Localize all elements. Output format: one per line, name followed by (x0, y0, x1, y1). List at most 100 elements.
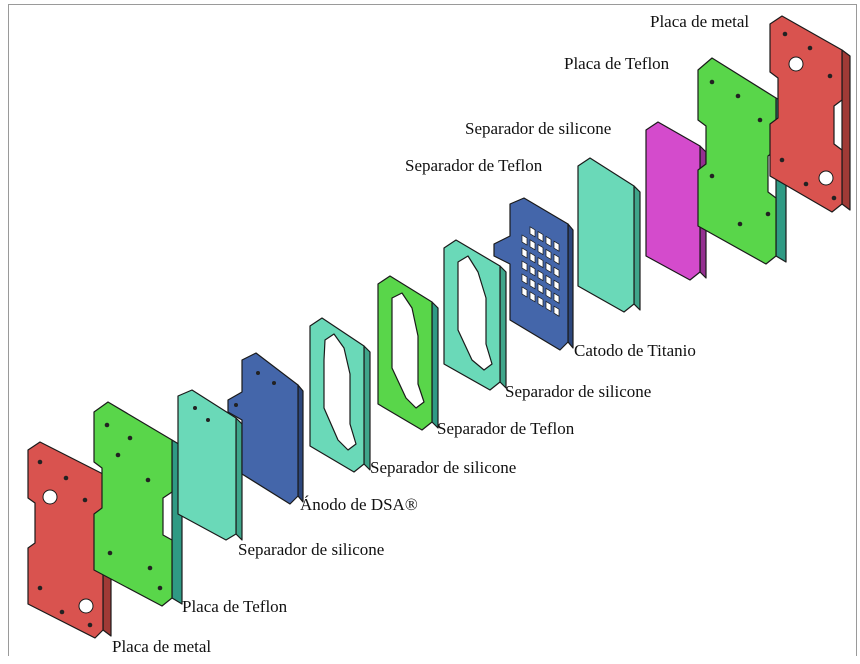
cathode-perforation (553, 266, 560, 278)
metal-plate-left-bolt (37, 459, 43, 465)
label-teflon-plate-left: Placa de Teflon (182, 597, 288, 616)
cathode-perforation (545, 274, 552, 287)
metal-plate-left-bolt (37, 585, 43, 591)
cathode-perforation (545, 261, 552, 274)
metal-plate-right-bolt (807, 45, 813, 51)
metal-plate-right-hole-top (788, 56, 804, 72)
cathode-perforation (537, 243, 544, 256)
cathode-perforation (537, 230, 544, 243)
teflon-separator-1-window (391, 292, 425, 409)
teflon-plate-right-bolt (735, 93, 741, 99)
silicone-separator-2-window (323, 333, 357, 451)
dsa-anode-bolt (272, 381, 276, 385)
teflon-plate-left-bolt (147, 565, 153, 571)
teflon-plate-left-bolt (145, 477, 151, 483)
cathode-perforation (529, 291, 536, 303)
teflon-plate-left (93, 401, 183, 607)
dsa-anode (227, 352, 304, 505)
teflon-separator-2-face (577, 157, 635, 313)
titanium-cathode-perforations (521, 226, 560, 317)
label-dsa-anode: Ánodo de DSA® (300, 495, 418, 514)
silicone-separator-4 (645, 121, 707, 281)
metal-plate-left-bolt (59, 609, 65, 615)
teflon-plate-left-bolt (104, 422, 110, 428)
teflon-separator-1-side (431, 301, 439, 429)
teflon-separator-2 (577, 157, 641, 313)
metal-plate-right-face (769, 15, 843, 213)
label-teflon-separator-1: Separador de Teflon (437, 419, 575, 438)
label-silicone-separator-2: Separador de silicone (370, 458, 516, 477)
dsa-anode-face (227, 352, 299, 505)
cathode-perforation (545, 300, 552, 313)
teflon-separator-2-side (633, 185, 641, 311)
metal-plate-right-bolt (803, 181, 809, 187)
label-metal-plate-left: Placa de metal (112, 637, 211, 656)
label-titanium-cathode: Catodo de Titanio (574, 341, 696, 360)
metal-plate-right-bolt (827, 73, 833, 79)
silicone-separator-1-face (177, 389, 237, 541)
metal-plate-left-bolt (87, 622, 93, 628)
cathode-perforation (537, 256, 544, 269)
silicone-separator-1 (177, 389, 243, 541)
metal-plate-left-hole-top (42, 489, 58, 505)
cathode-perforation (545, 287, 552, 300)
dsa-anode-bolt (234, 403, 238, 407)
cathode-perforation (537, 269, 544, 282)
label-silicone-separator-1: Separador de silicone (238, 540, 384, 559)
teflon-plate-left-bolt (157, 585, 163, 591)
titanium-cathode-side (567, 223, 574, 349)
silicone-separator-2-side (363, 345, 371, 471)
teflon-plate-right-bolt (765, 211, 771, 217)
cathode-perforation (529, 226, 536, 238)
metal-plate-right-bolt (782, 31, 788, 37)
metal-plate-right-hole-bottom (818, 170, 834, 186)
label-teflon-separator-2: Separador de Teflon (405, 156, 543, 175)
teflon-plate-right-bolt (709, 173, 715, 179)
teflon-separator-1 (377, 275, 439, 431)
dsa-anode-bolt (256, 371, 260, 375)
silicone-separator-3-side (499, 265, 507, 389)
cathode-perforation (553, 292, 560, 304)
cathode-perforation (553, 253, 560, 265)
cathode-perforation (529, 239, 536, 251)
cathode-perforation (521, 260, 528, 272)
label-silicone-separator-4: Separador de silicone (465, 119, 611, 138)
cathode-perforation (521, 247, 528, 259)
titanium-cathode-face (493, 197, 569, 351)
teflon-plate-right-face (697, 57, 777, 265)
metal-plate-left-hole-bottom (78, 598, 94, 614)
cathode-perforation (521, 234, 528, 246)
silicone-separator-4-face (645, 121, 701, 281)
silicone-separator-2 (309, 317, 371, 473)
cathode-perforation (529, 278, 536, 290)
label-teflon-plate-right: Placa de Teflon (564, 54, 670, 73)
cathode-perforation (529, 252, 536, 264)
dsa-anode-side (297, 384, 304, 503)
cathode-perforation (545, 248, 552, 261)
cathode-perforation (553, 240, 560, 252)
metal-plate-right-bolt (779, 157, 785, 163)
metal-plate-left-bolt (82, 497, 88, 503)
cathode-perforation (529, 265, 536, 277)
label-silicone-separator-3: Separador de silicone (505, 382, 651, 401)
metal-plate-right-bolt (831, 195, 837, 201)
teflon-plate-left-face (93, 401, 173, 607)
cathode-perforation (521, 273, 528, 285)
cathode-perforation (553, 279, 560, 291)
cathode-perforation (545, 235, 552, 248)
silicone-separator-1-side (235, 417, 243, 541)
metal-plate-left-bolt (63, 475, 69, 481)
metal-plate-right (769, 15, 851, 213)
silicone-separator-3 (443, 239, 507, 391)
cathode-perforation (537, 295, 544, 308)
label-metal-plate-right: Placa de metal (650, 12, 749, 31)
cathode-perforation (553, 305, 560, 317)
titanium-cathode (493, 197, 574, 351)
teflon-plate-right-bolt (709, 79, 715, 85)
silicone-separator-3-window (457, 255, 493, 371)
cathode-perforation (521, 286, 528, 298)
teflon-plate-left-bolt (127, 435, 133, 441)
cathode-perforation (537, 282, 544, 295)
